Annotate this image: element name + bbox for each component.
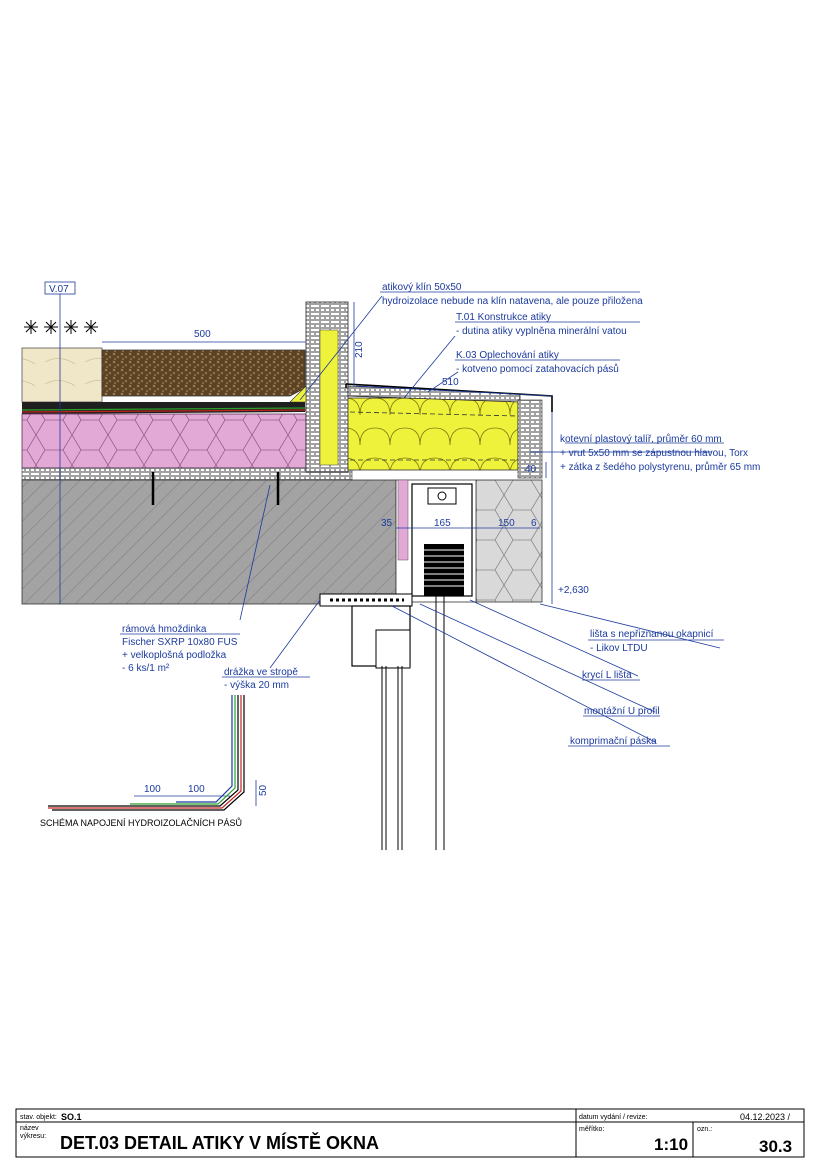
facade-insulation: [475, 479, 543, 603]
annot-komprimacni: komprimační páska: [570, 736, 657, 747]
tb-stav-label: stav. objekt:: [20, 1114, 57, 1121]
annot-hmozdinka-1: rámová hmoždinka: [122, 624, 207, 635]
tb-vykres-label: výkresu:: [20, 1133, 46, 1140]
xps-insulation: [21, 413, 307, 469]
blind-slats: [424, 544, 464, 596]
tb-ozn-label: ozn.:: [697, 1126, 712, 1133]
attic-wool-fill: [347, 397, 519, 471]
parapet: [289, 301, 553, 850]
dim-6: 6: [531, 518, 537, 529]
frame-anchors: [151, 472, 280, 505]
waterproofing-schema: [48, 695, 245, 811]
annot-drazka-1: drážka ve stropě: [224, 667, 298, 678]
annot-lista-2: - Likov LTDU: [590, 643, 648, 654]
vegetation-symbols: [24, 320, 98, 334]
annot-hmozdinka-2: Fischer SXRP 10x80 FUS: [122, 637, 238, 648]
concrete-slab: [21, 479, 397, 605]
annot-drazka-2: - výška 20 mm: [224, 680, 289, 691]
annot-k03-title: K.03 Oplechování atiky: [456, 350, 559, 361]
annot-lista-1: lišta s nepřiznanou okapnicí: [590, 629, 714, 640]
annot-talir-3: + zátka z šedého polystyrenu, průměr 65 …: [560, 461, 760, 473]
parapet-wool: [319, 329, 339, 466]
dimension-lines: [102, 302, 553, 806]
leader-lines: [120, 291, 724, 747]
window-glazing: [381, 596, 445, 850]
elevation-label: +2,630: [558, 585, 589, 596]
dim-165: 165: [434, 518, 451, 529]
title-block: [15, 1108, 805, 1158]
tb-meritko-label: měřítko:: [579, 1126, 604, 1133]
annot-klin-note: hydroizolace nebude na klín natavena, al…: [382, 296, 643, 307]
roof-structure: [21, 320, 397, 605]
tb-stav-value: SO.1: [61, 1112, 82, 1122]
schema-dim-50: 50: [258, 784, 269, 796]
annot-hmozdinka-3: + velkoplošná podložka: [122, 650, 227, 661]
dim-210: 210: [354, 341, 365, 358]
vapour-barrier: [21, 467, 353, 481]
dim-35: 35: [381, 518, 393, 529]
tb-ozn-value: 30.3: [759, 1137, 792, 1156]
tb-meritko-value: 1:10: [654, 1135, 688, 1154]
substrate-layer: [21, 347, 103, 403]
level-tag: V.07: [49, 284, 69, 295]
annot-t01-note: - dutina atiky vyplněna minerální vatou: [456, 326, 627, 337]
dim-150: 150: [498, 518, 515, 529]
gravel-layer: [101, 349, 306, 397]
dim-500: 500: [194, 329, 211, 340]
dim-40: 40: [525, 464, 537, 475]
tb-datum-value: 04.12.2023 /: [740, 1112, 791, 1122]
tb-nazev-label: název: [20, 1125, 39, 1132]
schema-dim-100-a: 100: [144, 784, 161, 795]
schema-title: SCHÉMA NAPOJENÍ HYDROIZOLAČNÍCH PÁSŮ: [40, 817, 242, 828]
annot-talir-1: kotevní plastový talíř, průměr 60 mm: [560, 433, 722, 445]
tb-datum-label: datum vydání / revize:: [579, 1114, 648, 1121]
annot-k03-note: - kotveno pomocí zatahovacích pásů: [456, 363, 619, 375]
reference-lines: [44, 281, 76, 604]
dim-510: 510: [442, 377, 459, 388]
annot-talir-2: + vrut 5x50 mm se zápustnou hlavou, Torx: [560, 448, 748, 459]
tb-title: DET.03 DETAIL ATIKY V MÍSTĚ OKNA: [60, 1132, 379, 1153]
annot-klin-title: atikový klín 50x50: [382, 282, 462, 293]
annot-hmozdinka-4: - 6 ks/1 m²: [122, 663, 170, 674]
annot-kryci: krycí L lišta: [582, 670, 632, 681]
annot-t01-title: T.01 Konstrukce atiky: [456, 312, 551, 323]
annot-montazni: montážní U profil: [584, 706, 660, 717]
schema-dim-100-b: 100: [188, 784, 205, 795]
